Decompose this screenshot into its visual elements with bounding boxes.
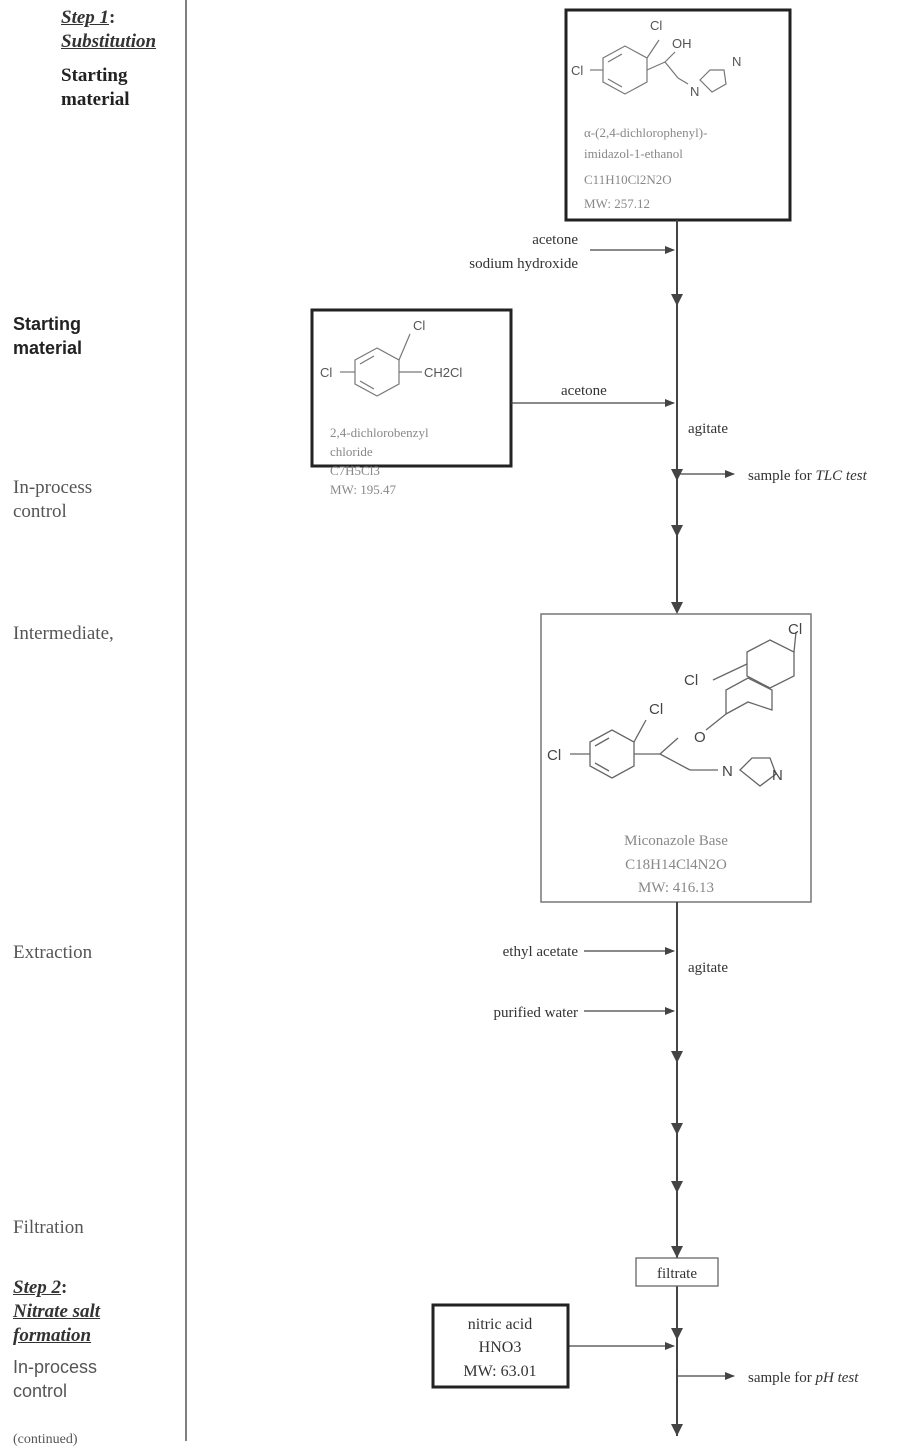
- step1-colon: :: [109, 7, 116, 28]
- downward-arrowheads: [671, 294, 683, 1436]
- down-arrow-8: [671, 1246, 683, 1258]
- down-arrow-3: [671, 525, 683, 537]
- int-cl-d: Cl: [788, 621, 802, 638]
- intermediate-label: Intermediate,: [13, 623, 114, 644]
- sm1-mw: MW: 257.12: [584, 196, 650, 211]
- intermediate-structure: [570, 631, 797, 787]
- nitric-acid-name: nitric acid: [468, 1316, 532, 1333]
- sample-ph-label: sample for pH test: [748, 1370, 859, 1386]
- sm1-n1: N: [732, 54, 741, 69]
- step2-heading: Step 2: Nitrate salt formation: [13, 1276, 100, 1348]
- int-mw: MW: 416.13: [638, 880, 714, 896]
- sm2-formula: C7H5Cl3: [330, 463, 380, 478]
- ipc1-line1: In-process: [13, 477, 93, 498]
- sample-tlc-label: sample for TLC test: [748, 468, 868, 484]
- sample-tlc-prefix: sample for: [748, 468, 815, 484]
- sm1-n2: N: [690, 84, 699, 99]
- int-cl-a: Cl: [649, 701, 663, 718]
- sm1-name-line1: α-(2,4-dichlorophenyl)-: [584, 125, 707, 140]
- step1-title: Step 1: [61, 7, 110, 28]
- sample-ph-prefix: sample for: [748, 1370, 815, 1386]
- sm1-oh: OH: [672, 36, 692, 51]
- starting-material-2-box: Cl Cl CH2Cl 2,4-dichlorobenzyl chloride …: [310, 308, 513, 497]
- step1-name: Substitution: [61, 31, 157, 52]
- down-arrow-6: [671, 1123, 683, 1135]
- sm2-name-line1: 2,4-dichlorobenzyl: [330, 425, 429, 440]
- intermediate-box: Cl Cl Cl Cl O N N Miconazole Base C18H14…: [540, 613, 812, 903]
- ethyl-acetate-label: ethyl acetate: [503, 944, 579, 960]
- int-cl-b: Cl: [547, 747, 561, 764]
- int-cl-c: Cl: [684, 672, 698, 689]
- down-arrow-7: [671, 1181, 683, 1193]
- starting-material-1-line2: material: [61, 89, 130, 110]
- sample-tlc-test: TLC test: [815, 468, 867, 484]
- filtrate-label: filtrate: [657, 1266, 697, 1282]
- step2-name-line2: formation: [13, 1325, 92, 1346]
- sm1-structure: [590, 39, 727, 95]
- sm2-ch2cl: CH2Cl: [424, 365, 462, 380]
- starting-material-label-2: Starting material: [13, 312, 82, 360]
- step1-heading: Step 1: Substitution: [61, 6, 156, 54]
- agitate-label-2: agitate: [688, 960, 728, 976]
- down-arrow-10: [671, 1424, 683, 1436]
- step2-colon: :: [61, 1277, 68, 1298]
- in-process-control-label-2: In-process control: [13, 1355, 97, 1403]
- starting-material-label-1: Starting material: [61, 64, 130, 112]
- int-n1: N: [722, 763, 733, 780]
- sodium-hydroxide-label: sodium hydroxide: [469, 256, 578, 272]
- down-arrow-1: [671, 294, 683, 306]
- sample-ph-test: pH test: [814, 1370, 859, 1386]
- starting-material-1-box: Cl Cl OH N N α-(2,4-dichlorophenyl)- imi…: [564, 8, 792, 222]
- int-n2: N: [772, 767, 783, 784]
- down-arrow-4: [671, 602, 683, 614]
- int-o: O: [694, 729, 706, 746]
- starting-material-1-line1: Starting: [61, 65, 128, 86]
- down-arrow-9: [671, 1328, 683, 1340]
- down-arrow-5: [671, 1051, 683, 1063]
- int-formula: C18H14Cl4N2O: [625, 857, 727, 873]
- step2-name-line1: Nitrate salt: [13, 1301, 101, 1322]
- sm1-cl-left: Cl: [571, 63, 583, 78]
- sm1-name-line2: imidazol-1-ethanol: [584, 146, 683, 161]
- starting-material-2-line1: Starting: [13, 314, 82, 334]
- sm2-mw: MW: 195.47: [330, 482, 396, 497]
- nitric-acid-formula: HNO3: [479, 1339, 522, 1356]
- agitate-label-1: agitate: [688, 421, 728, 437]
- purified-water-label: purified water: [493, 1005, 578, 1021]
- sm2-cl-top: Cl: [413, 318, 425, 333]
- sm2-name-line2: chloride: [330, 444, 373, 459]
- sm1-cl-top: Cl: [650, 18, 662, 33]
- sm1-formula: C11H10Cl2N2O: [584, 172, 672, 187]
- nitric-acid-box: nitric acid HNO3 MW: 63.01: [431, 1303, 570, 1389]
- nitric-acid-mw: MW: 63.01: [463, 1363, 536, 1380]
- ipc2-line1: In-process: [13, 1357, 98, 1377]
- int-name: Miconazole Base: [624, 833, 728, 849]
- filtration-label: Filtration: [13, 1217, 84, 1238]
- filtrate-box: filtrate: [635, 1257, 719, 1287]
- starting-material-2-line2: material: [13, 338, 83, 358]
- step2-title: Step 2: [13, 1277, 62, 1298]
- sm2-structure: [340, 333, 422, 397]
- acetone-label-2: acetone: [561, 383, 607, 399]
- in-process-control-label-1: In-process control: [13, 476, 92, 524]
- ipc1-line2: control: [13, 501, 67, 522]
- ipc2-line2: control: [13, 1381, 68, 1401]
- sm2-cl-left: Cl: [320, 365, 332, 380]
- acetone-label-1: acetone: [532, 232, 578, 248]
- down-arrow-2: [671, 469, 683, 481]
- extraction-label: Extraction: [13, 942, 93, 963]
